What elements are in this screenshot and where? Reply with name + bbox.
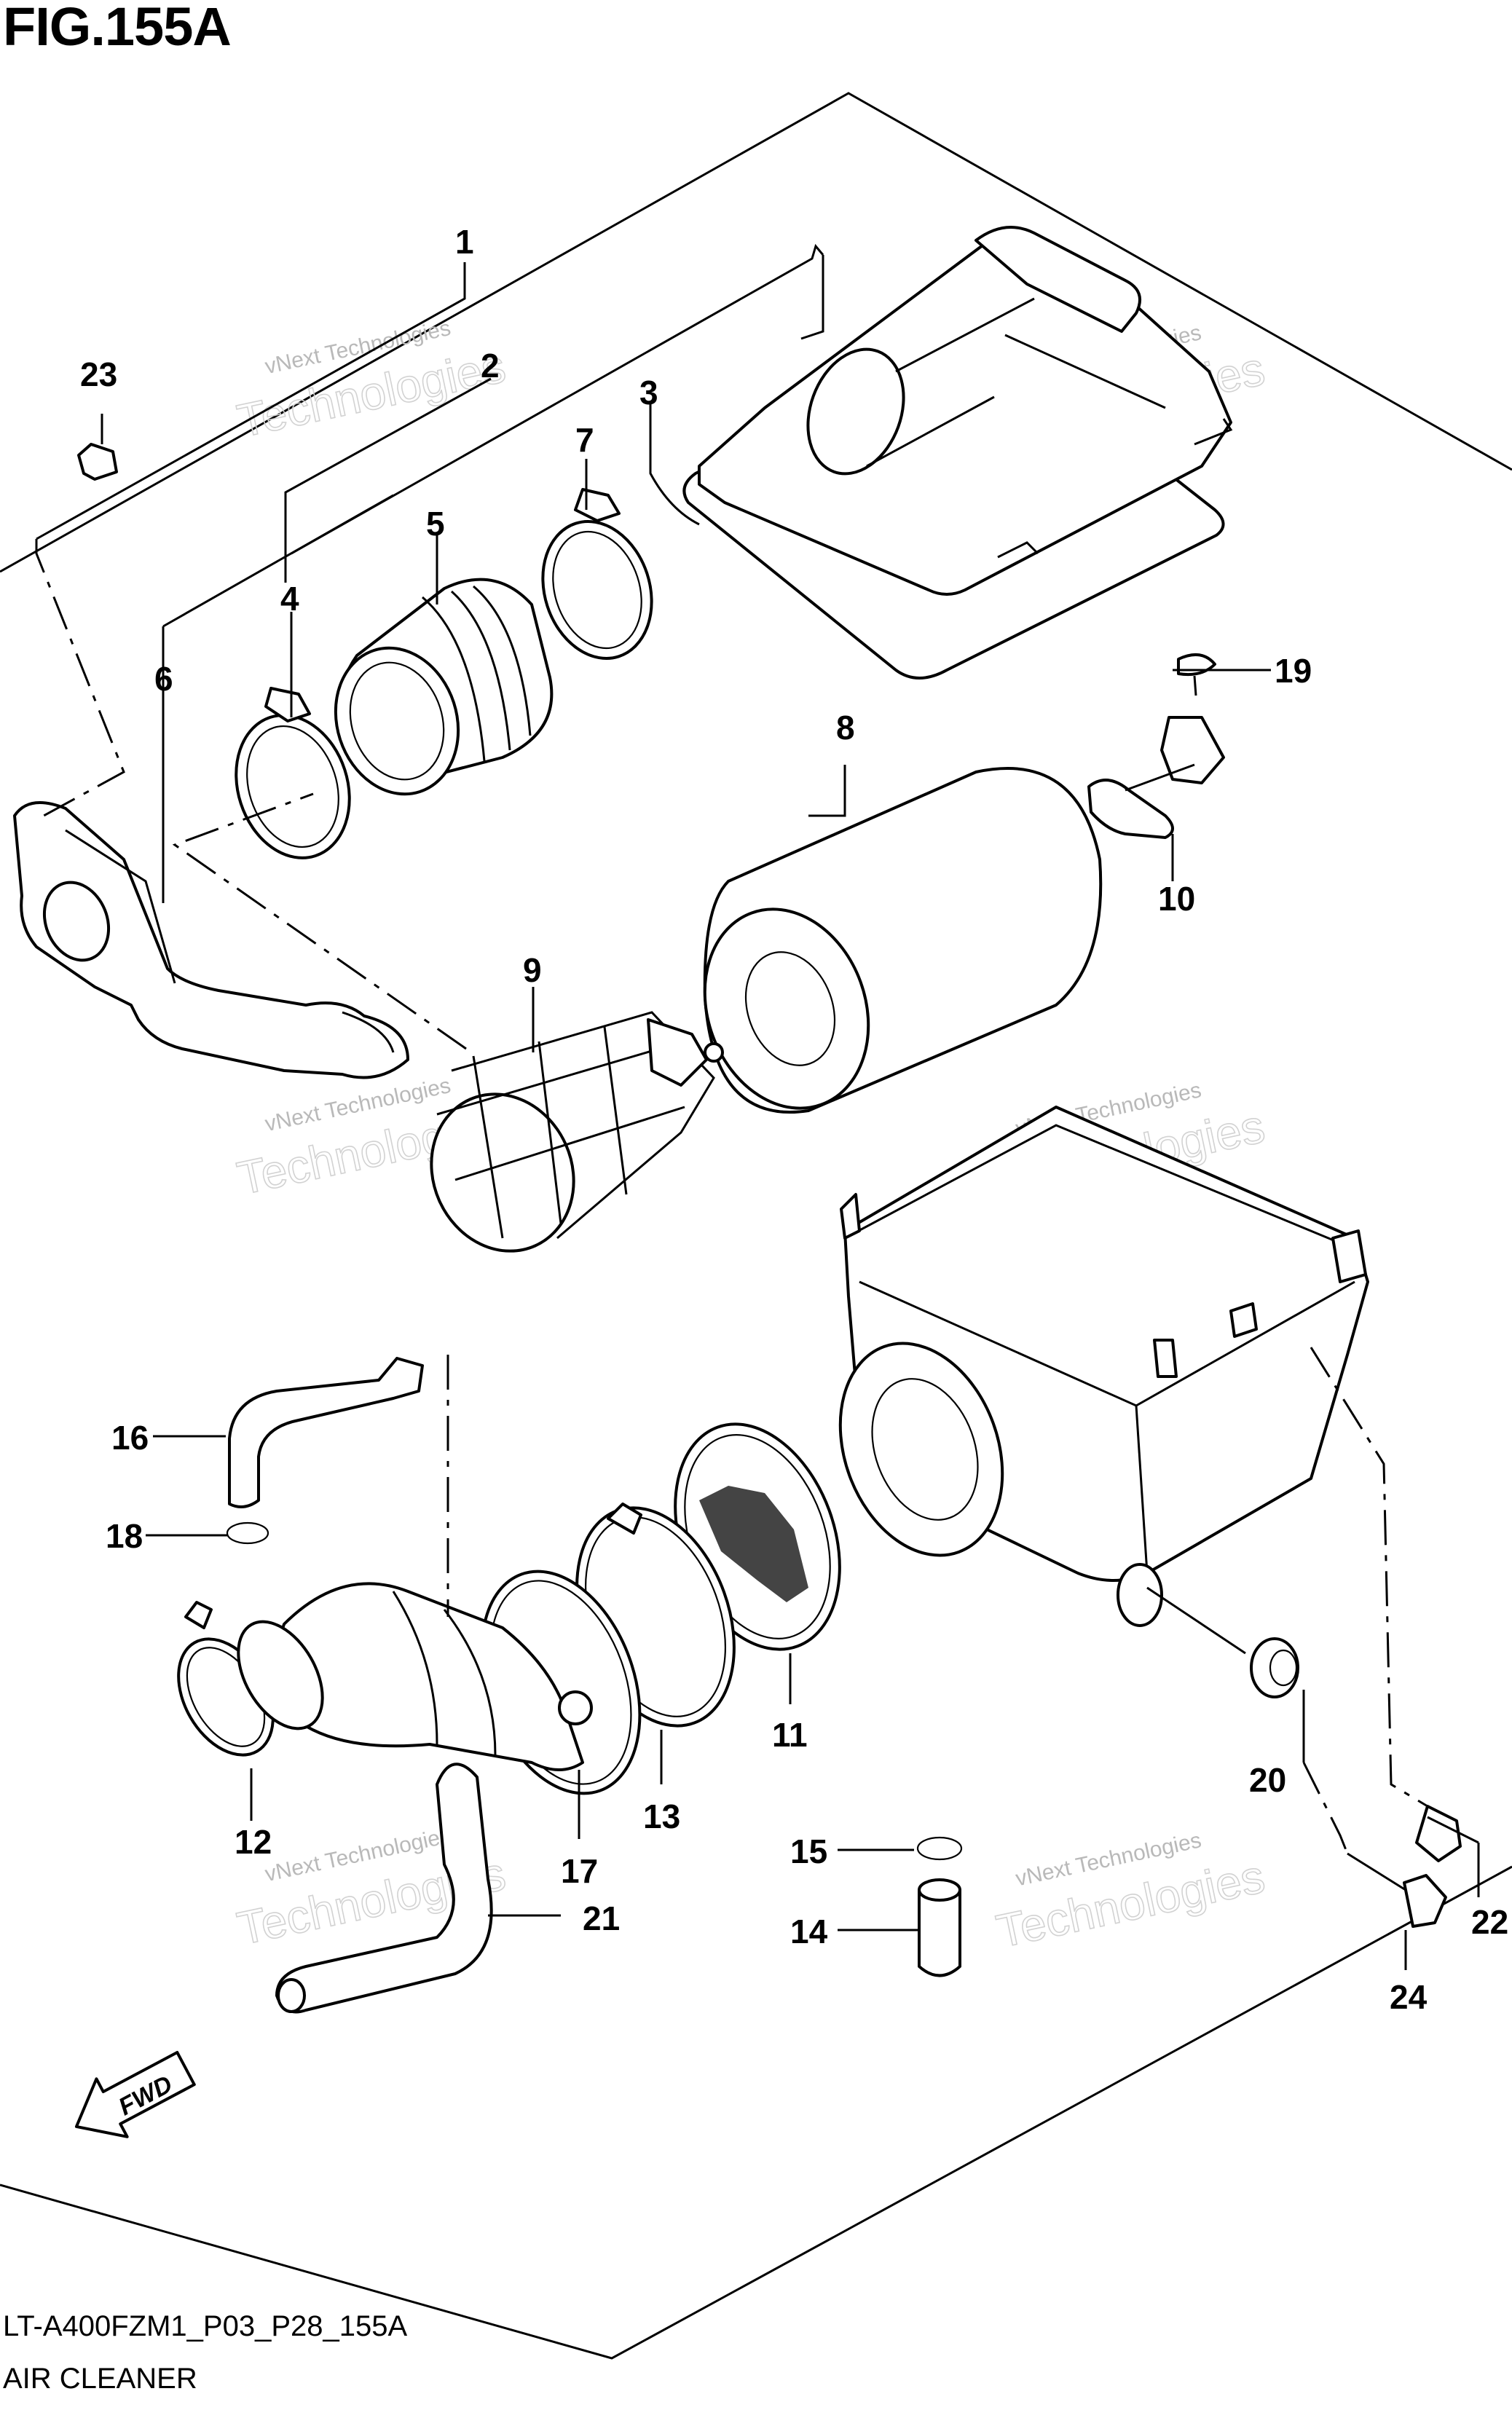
- part-5-intake-hose: [334, 578, 554, 796]
- callout-5: 5: [426, 505, 445, 543]
- callout-11: 11: [772, 1716, 808, 1754]
- callout-4: 4: [280, 580, 299, 618]
- callout-2: 2: [481, 347, 500, 385]
- callout-22: 22: [1471, 1903, 1508, 1941]
- part-8-filter-element: [703, 767, 1103, 1114]
- watermark-lower-right: Technologies vNext Technologies: [991, 1828, 1269, 1958]
- part-6-inlet-duct: [13, 801, 409, 1079]
- part-20-grommet: [1250, 1637, 1299, 1698]
- part-18-clip: [226, 1521, 269, 1545]
- callout-21: 21: [583, 1899, 620, 1937]
- watermark-upper-left: Technologies vNext Technologies: [232, 316, 511, 448]
- section-name: AIR CLEANER: [3, 2363, 197, 2395]
- callout-8: 8: [836, 709, 855, 747]
- callout-23: 23: [80, 355, 117, 393]
- callout-19: 19: [1275, 652, 1312, 690]
- callout-9: 9: [523, 951, 542, 989]
- callout-13: 13: [643, 1797, 680, 1835]
- part-14-plug: [918, 1878, 961, 1977]
- part-7-hose-clamp: [541, 488, 653, 660]
- part-23-fastener: [77, 443, 118, 481]
- callout-18: 18: [106, 1517, 143, 1555]
- part-4-hose-clamp: [235, 687, 351, 859]
- assembly-boundary: [0, 92, 1512, 2360]
- part-22-bolt: [1415, 1805, 1479, 1862]
- part-17-outlet-tube: [275, 1570, 642, 1795]
- callout-10: 10: [1158, 880, 1195, 918]
- callout-14: 14: [790, 1913, 828, 1950]
- part-air-cleaner-case: [838, 1106, 1369, 1627]
- part-9-filter-cage: [430, 1011, 724, 1253]
- drawing-code: LT-A400FZM1_P03_P28_155A: [3, 2310, 408, 2342]
- fig-title: FIG.155A: [3, 0, 232, 57]
- part-12-clamp: [177, 1601, 324, 1757]
- callout-6: 6: [154, 660, 173, 698]
- part-21-drain-hose: [275, 1763, 493, 2014]
- leader-lines: [35, 243, 1480, 1970]
- part-19-screw: [1177, 653, 1216, 696]
- part-15-clip: [916, 1836, 963, 1861]
- part-24-clip: [1347, 1852, 1447, 1928]
- callout-20: 20: [1249, 1761, 1286, 1799]
- callout-17: 17: [561, 1852, 598, 1890]
- part-3-cleaner-cover: [682, 226, 1233, 680]
- callout-labels: 1 2 3 4 5 6 7 8 9 10 11 12 13 14 15 16 1…: [80, 223, 1508, 2016]
- callout-12: 12: [235, 1823, 272, 1861]
- callout-3: 3: [639, 374, 658, 411]
- fwd-arrow: FWD: [74, 2051, 196, 2138]
- part-10-bracket: [1087, 716, 1225, 839]
- callout-7: 7: [575, 421, 594, 459]
- callout-24: 24: [1390, 1978, 1428, 2016]
- part-16-breather-hose: [228, 1357, 424, 1508]
- callout-15: 15: [790, 1832, 827, 1870]
- callout-16: 16: [111, 1419, 149, 1457]
- callout-1: 1: [455, 223, 474, 261]
